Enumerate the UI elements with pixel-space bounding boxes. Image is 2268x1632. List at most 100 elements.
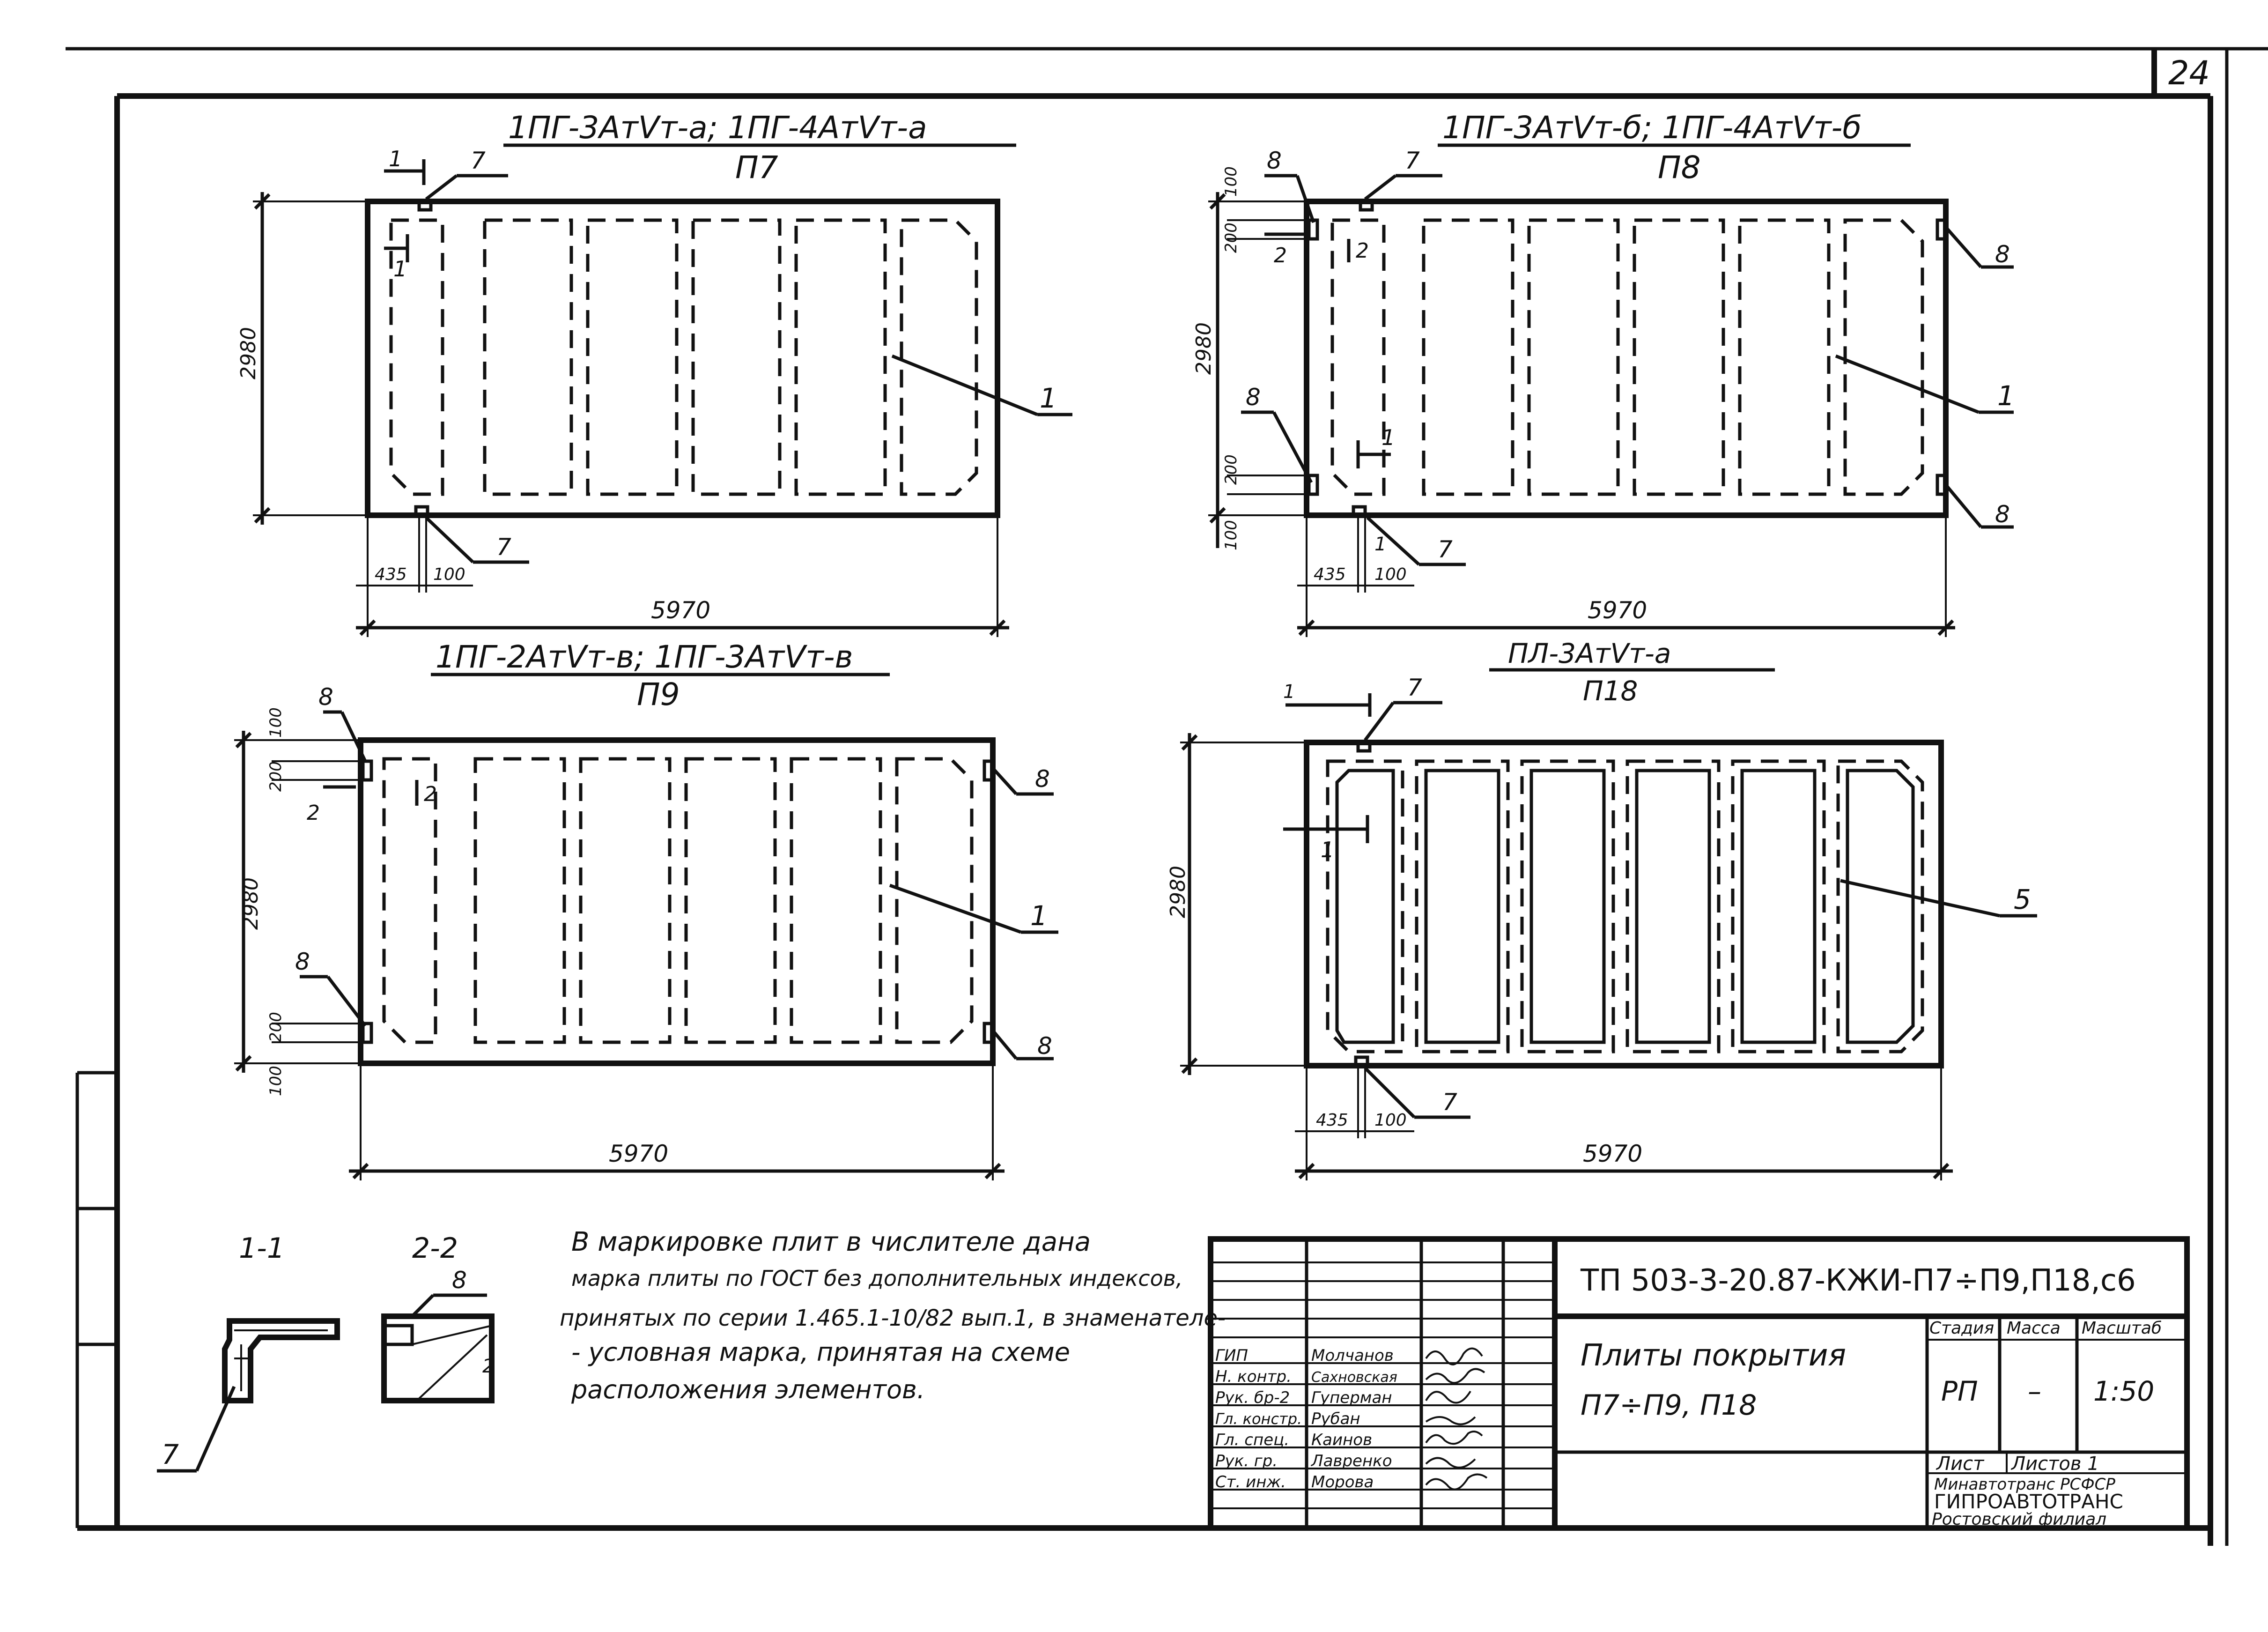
scale-value: 1:50 [2093, 1375, 2154, 1407]
section-1-1: 1-1 7 [157, 1232, 340, 1473]
plate-p9-callout-8a: 8 [318, 683, 333, 711]
plate-p7-dim-offset: 435 [375, 565, 407, 584]
staff-role-2: Н. контр. [1215, 1367, 1292, 1386]
plate-p9-section-2b: 2 [424, 782, 437, 806]
plate-p8-callout-1: 1 [1997, 380, 2015, 412]
staff-role-1: ГИП [1215, 1346, 1248, 1365]
section-1-1-label: 1-1 [239, 1232, 285, 1265]
plate-p8-title-top: 1ПГ-3АтVт-б; 1ПГ-4АтVт-б [1442, 110, 1862, 146]
plate-p9-dim-height: 2980 [239, 877, 263, 930]
plate-p8-dim-step-bottom: 200 [1222, 454, 1241, 485]
plate-p8-callout-8c: 8 [1246, 384, 1261, 411]
plate-p7-title-top: 1ПГ-3АтVт-а; 1ПГ-4АтVт-а [508, 110, 927, 146]
plate-p8-outline [1304, 199, 1949, 518]
stage-header: Стадия [1929, 1319, 1994, 1338]
staff-name-4: Рубан [1311, 1409, 1360, 1428]
staff-name-7: Морова [1311, 1473, 1374, 1491]
plate-p9-callout-8b: 8 [1035, 765, 1050, 793]
plate-p8-callout-7a: 7 [1405, 147, 1420, 174]
section-2-2: 2-2 8 2 [381, 1232, 495, 1403]
sheet-label: Лист [1936, 1453, 1985, 1475]
section-1-1-callout: 7 [162, 1439, 179, 1470]
plate-p8-dim-edge-top: 100 [1222, 166, 1241, 197]
plate-p7-section-1b: 1 [393, 256, 407, 282]
section-2-2-label: 2-2 [412, 1232, 458, 1265]
plate-p8-dim-width: 5970 [1588, 597, 1647, 624]
drawing-note: В маркировке плит в числителе дана марка… [560, 1227, 1226, 1404]
plate-p7-callout-7a: 7 [471, 147, 486, 174]
scale-header: Масштаб [2082, 1319, 2162, 1338]
sheet-number: 24 [2168, 54, 2210, 92]
plate-p18-dim-offset: 435 [1316, 1111, 1348, 1130]
plate-p9-outline [358, 737, 996, 1066]
staff-name-6: Лавренко [1310, 1452, 1392, 1470]
title-block: ТП 503-3-20.87-КЖИ-П7÷П9,П18,с6 Плиты по… [1208, 1236, 2190, 1531]
plate-p8-callout-8d: 8 [1995, 501, 2010, 528]
staff-name-3: Гуперман [1311, 1388, 1392, 1407]
staff-name-5: Каинов [1311, 1431, 1372, 1449]
staff-name-2: Сахновская [1311, 1369, 1397, 1386]
plate-p9-dim-width: 5970 [609, 1140, 668, 1167]
plate-p8: 1ПГ-3АтVт-б; 1ПГ-4АтVт-б П8 2980 100 200… [1192, 110, 2015, 637]
plate-p9-title-bottom: П9 [637, 676, 680, 712]
plate-p8-dim-height: 2980 [1192, 322, 1216, 375]
note-line-4: - условная марка, принятая на схеме [571, 1337, 1070, 1367]
plate-p8-dim-edge-bottom: 100 [1222, 520, 1241, 550]
sheet-frame [66, 47, 2268, 1546]
plate-p18-callout-7a: 7 [1407, 674, 1422, 701]
doc-code: ТП 503-3-20.87-КЖИ-П7÷П9,П18,с6 [1580, 1263, 2136, 1298]
note-line-2: марка плиты по ГОСТ без дополнительных и… [571, 1266, 1182, 1291]
staff-role-3: Рук. бр-2 [1215, 1388, 1290, 1407]
org-line-1: Минавтотранс РСФСР [1934, 1475, 2115, 1494]
section-2-2-side: 2 [482, 1356, 494, 1377]
plate-p18: ПЛ-3АтVт-а П18 2980 5970 4 [1166, 638, 2037, 1180]
staff-role-4: Гл. констр. [1215, 1410, 1302, 1428]
stage-value: РП [1941, 1375, 1978, 1407]
sheets-label: Листов 1 [2010, 1453, 2099, 1475]
doc-title-line-1: Плиты покрытия [1581, 1338, 1846, 1373]
plate-p9-section-2a: 2 [307, 801, 320, 825]
plate-p18-dim-height: 2980 [1166, 866, 1190, 918]
plate-p18-dim-width: 5970 [1583, 1140, 1642, 1167]
plate-p9-title-top: 1ПГ-2АтVт-в; 1ПГ-3АтVт-в [436, 639, 853, 675]
plate-p9-callout-1: 1 [1030, 900, 1048, 932]
plate-p8-callout-8a: 8 [1267, 147, 1282, 174]
plate-p9: 1ПГ-2АтVт-в; 1ПГ-3АтVт-в П9 2980 100 200… [234, 639, 1058, 1180]
plate-p18-callout-5: 5 [2014, 883, 2031, 915]
note-line-5: расположения элементов. [571, 1375, 925, 1404]
plate-p8-dim-offset: 435 [1314, 565, 1346, 584]
org-line-2: ГИПРОАВТОТРАНС [1934, 1490, 2123, 1513]
plate-p7-callout-1: 1 [1040, 382, 1057, 414]
plate-p18-title-top: ПЛ-3АтVт-а [1508, 638, 1671, 669]
plate-p8-dim-small: 100 [1374, 565, 1407, 584]
plate-p7-dim-small: 100 [433, 565, 465, 584]
section-2-2-callout: 8 [452, 1267, 467, 1294]
plate-p7-dim-width: 5970 [651, 597, 710, 624]
plate-p8-callout-8b: 8 [1995, 241, 2010, 268]
plate-p18-section-1: 1 [1321, 837, 1334, 862]
staff-role-5: Гл. спец. [1215, 1431, 1289, 1449]
signatures [1425, 1347, 1488, 1491]
plate-p8-title-bottom: П8 [1658, 149, 1701, 185]
mass-header: Масса [2007, 1319, 2061, 1338]
plate-p18-dim-small: 100 [1374, 1111, 1407, 1130]
plate-p9-callout-8c: 8 [295, 948, 310, 975]
plate-p9-callout-8d: 8 [1037, 1032, 1052, 1060]
plate-p8-section-1b: 1 [1374, 534, 1386, 555]
plate-p8-dim-step-top: 200 [1222, 223, 1241, 253]
plate-p7-section-1a: 1 [389, 146, 402, 171]
mass-value: – [2028, 1375, 2041, 1407]
plate-p18-section-1-top: 1 [1283, 681, 1295, 703]
plate-p7-outline [365, 199, 1000, 518]
plate-p8-section-2a: 2 [1274, 244, 1287, 267]
plate-p7-dim-height: 2980 [236, 327, 260, 379]
plate-p18-title-bottom: П18 [1583, 675, 1638, 707]
plate-p8-callout-7b: 7 [1438, 536, 1453, 563]
plate-p8-section-2b: 2 [1356, 239, 1369, 263]
doc-title-line-2: П7÷П9, П18 [1581, 1389, 1757, 1422]
plate-p7-title-bottom: П7 [735, 149, 778, 185]
plate-p9-dim-step-top: 200 [266, 761, 285, 792]
plate-p7: 1ПГ-3АтVт-а; 1ПГ-4АтVт-а П7 2980 5970 43… [236, 110, 1072, 637]
plate-p9-dim-edge-top: 100 [266, 707, 285, 738]
